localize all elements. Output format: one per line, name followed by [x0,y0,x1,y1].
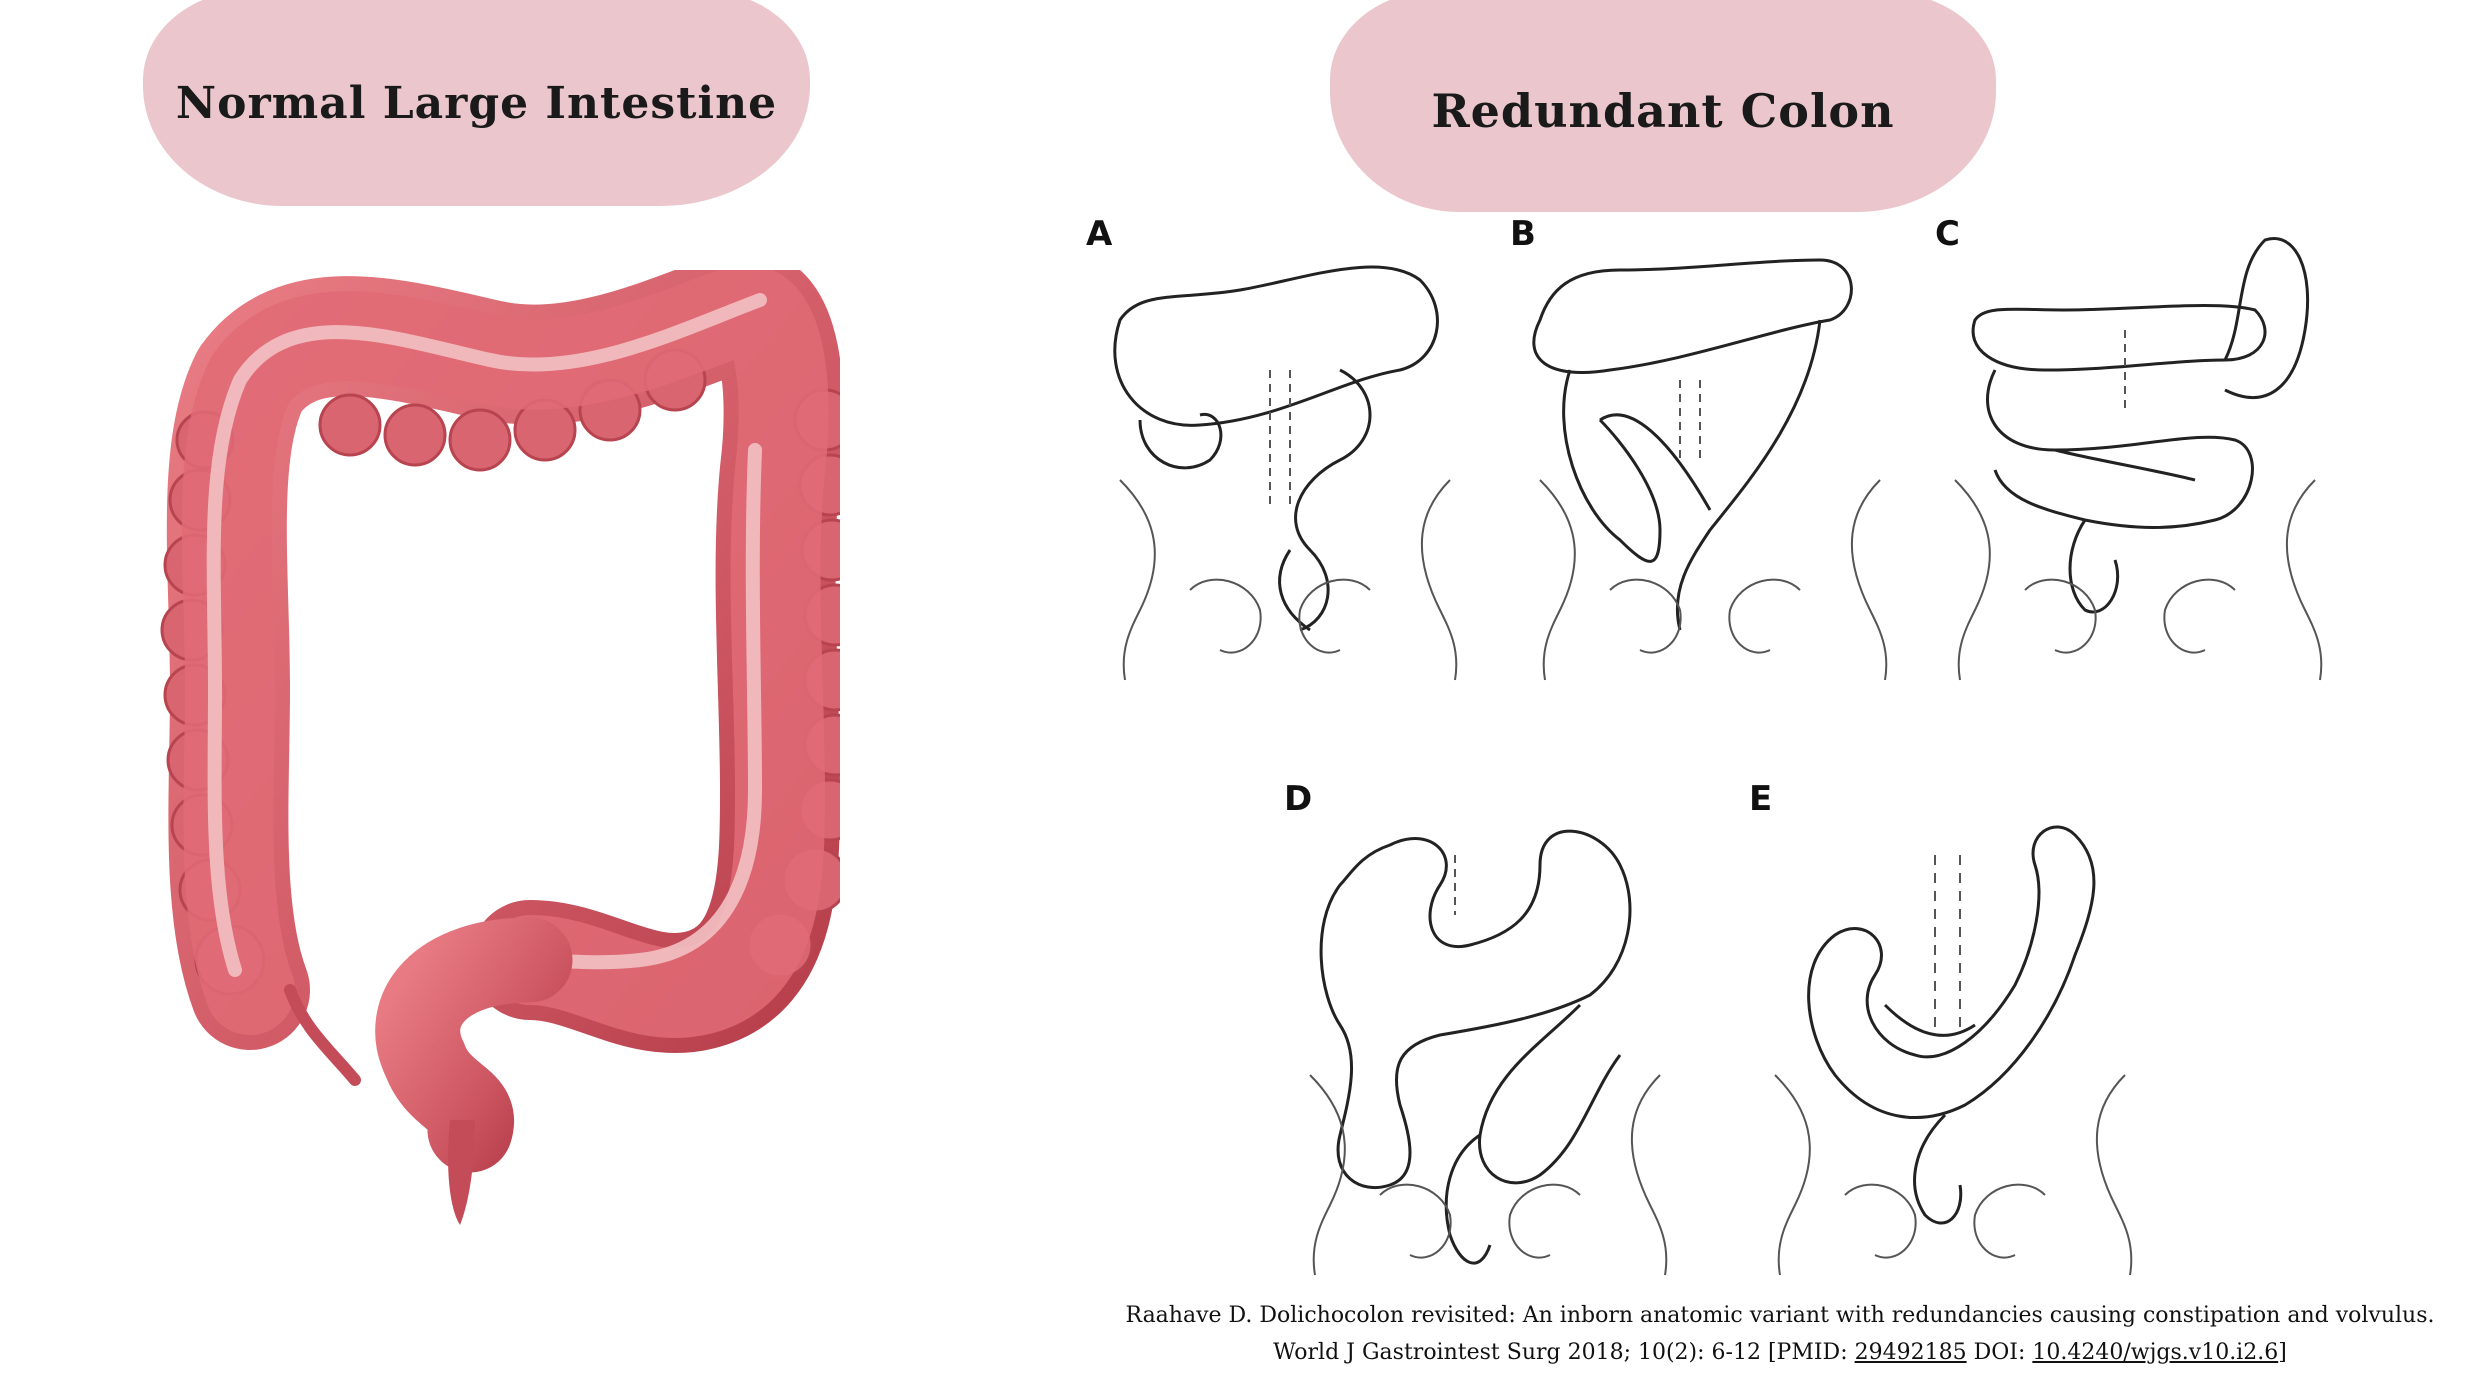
diagram-panel-c: C [1935,210,2335,710]
panel-label-d: D [1284,779,1313,819]
panel-label-c: C [1935,214,1960,254]
diagram-panel-b: B [1510,210,1910,710]
doi-link[interactable]: 10.4240/wjgs.v10.i2.6 [2032,1340,2279,1365]
colon-sketch-e [1774,825,2133,1276]
colon-sketch-a [1113,265,1458,681]
heading-text-normal: Normal Large Intestine [175,77,778,129]
citation-text-3: ] [2278,1340,2287,1365]
diagram-panel-d: D [1280,775,1680,1295]
colon-sketch-b [1532,258,1888,681]
colon-sketch-c [1954,237,2323,681]
normal-colon-illustration [160,270,840,1225]
panel-label-a: A [1086,214,1113,254]
redundant-colon-heading: Redundant Colon [1330,0,1996,212]
citation-text-2: DOI: [1966,1340,2033,1365]
diagram-panel-e: E [1745,775,2145,1295]
pmid-link[interactable]: 29492185 [1854,1340,1967,1365]
diagram-panel-a: A [1080,210,1480,710]
panel-label-b: B [1510,214,1536,254]
colon-sketch-d [1309,829,1668,1276]
heading-text-redundant: Redundant Colon [1431,84,1895,138]
panel-label-e: E [1749,779,1773,819]
normal-large-intestine-heading: Normal Large Intestine [143,0,810,206]
citation-text-1: Raahave D. Dolichocolon revisited: An in… [1125,1303,2435,1365]
citation: Raahave D. Dolichocolon revisited: An in… [1120,1297,2440,1371]
